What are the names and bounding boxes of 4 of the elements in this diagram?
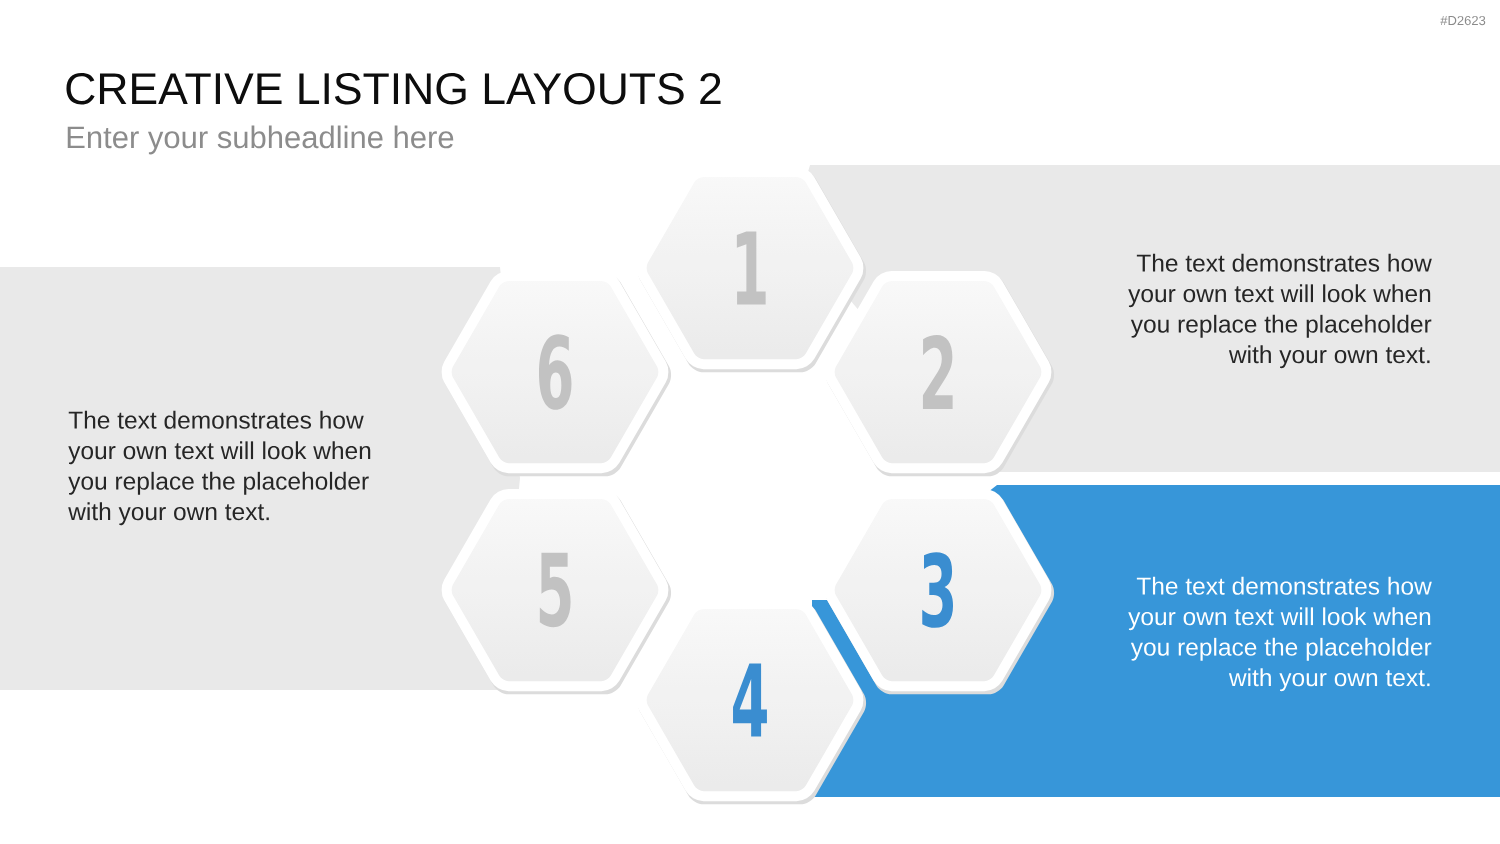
subtitle: Enter your subheadline here (67, 125, 454, 155)
code-label: #D2623 (1440, 15, 1486, 26)
title: CREATIVE LISTING LAYOUTS 2 (66, 72, 721, 105)
text-band: The text demonstrates how your own text will look when you replace the placeholder with your own text. (0, 267, 520, 690)
